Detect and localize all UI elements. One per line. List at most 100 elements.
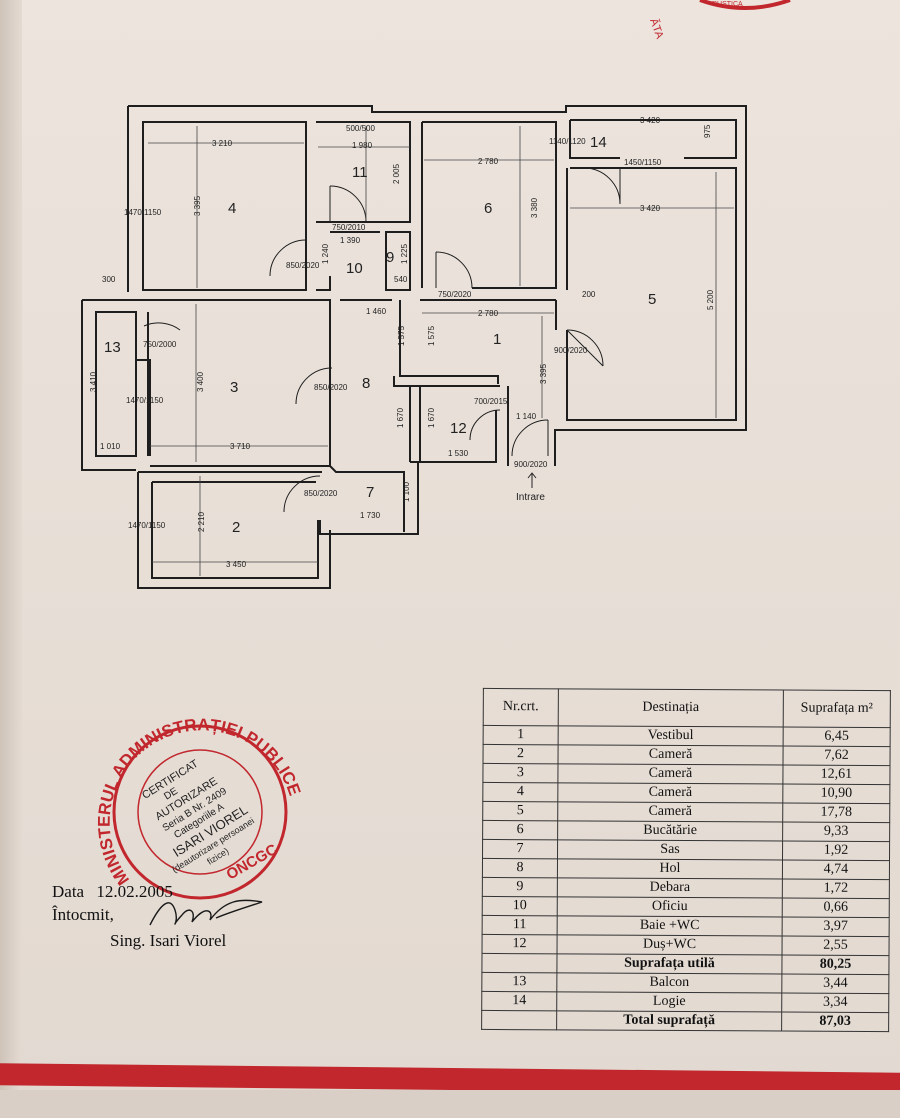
dim-label: 750/2020	[438, 290, 472, 299]
dim-label: 2 780	[478, 157, 499, 166]
table-cell: 4,74	[782, 860, 890, 880]
date-line: Data 12.02.2005	[52, 882, 173, 902]
table-cell: 12,61	[782, 765, 890, 785]
bottom-edge	[0, 1090, 900, 1118]
entrance-label: Intrare	[516, 492, 545, 503]
dim-label: 3 420	[640, 116, 661, 125]
top-stamp: ĂTA RUSTICA	[647, 0, 791, 41]
table-cell: Debara	[557, 877, 783, 899]
dim-label: 500/500	[346, 124, 375, 133]
header-area: Suprafața m²	[783, 690, 891, 728]
room-label-11: 11	[352, 164, 368, 181]
dim-label: 3 450	[226, 560, 247, 569]
room-label-2: 2	[232, 519, 240, 536]
table-cell: Bucătărie	[557, 820, 783, 842]
subtotal-row: Suprafața utilă 80,25	[481, 953, 890, 975]
table-header-row: Nr.crt. Destinația Suprafața m²	[483, 688, 891, 728]
dim-label: 1 010	[100, 442, 121, 451]
dim-label: 1470/1150	[126, 396, 164, 405]
table-cell: 80,25	[781, 955, 890, 975]
table-cell: 12	[482, 934, 558, 954]
room-label-6: 6	[484, 200, 492, 217]
dim-label: 1 730	[360, 511, 381, 520]
dim-label: 1 460	[366, 307, 387, 316]
room-label-3: 3	[230, 379, 238, 396]
dim-label: 1 225	[400, 243, 409, 264]
table-cell: 9,33	[782, 822, 890, 842]
dim-label: 300	[102, 275, 116, 284]
stamp-bottom-text: ONCGC	[224, 841, 281, 884]
table-cell: Cameră	[557, 763, 783, 785]
dim-label: 1470/1150	[124, 208, 162, 217]
dim-label: 3 380	[530, 197, 539, 218]
table-cell: 13	[481, 972, 557, 992]
dim-label: 3 210	[212, 139, 233, 148]
total-row: Total suprafață 87,03	[481, 1010, 889, 1032]
dim-label: 3 400	[196, 371, 205, 392]
dim-label: 1140/1120	[549, 137, 586, 146]
table-cell: Total suprafață	[556, 1010, 782, 1032]
room-label-10: 10	[346, 260, 363, 277]
engineer-name: Sing. Isari Viorel	[110, 931, 227, 950]
dim-label: 1 530	[448, 449, 469, 458]
room-label-5: 5	[648, 291, 656, 308]
dim-label: 1 100	[402, 481, 411, 502]
official-stamp: MINISTERUL ADMINISTRAȚIEI PUBLICE ONCGC …	[95, 715, 304, 900]
dim-label: 750/2000	[143, 340, 177, 349]
dim-label: 1 575	[427, 325, 436, 346]
dim-label: 1 575	[397, 325, 406, 346]
dim-label: 700/2015	[474, 397, 508, 406]
table-cell: 0,66	[782, 898, 890, 918]
table-cell: Cameră	[558, 744, 784, 766]
room-label-9: 9	[386, 249, 394, 266]
entrance-arrow	[527, 472, 537, 488]
table-cell	[481, 1010, 557, 1030]
table-cell: 2	[483, 744, 559, 764]
table-cell: 7	[482, 839, 558, 859]
dim-label: 3 395	[193, 195, 202, 216]
table-cell: 10,90	[782, 784, 890, 804]
table-cell: 1	[483, 725, 559, 745]
dim-label: 850/2020	[314, 383, 348, 392]
table-cell: Balcon	[556, 972, 782, 994]
room-label-13: 13	[104, 339, 121, 356]
table-cell: Baie +WC	[557, 915, 783, 937]
binder-edge	[0, 0, 22, 1118]
table-cell	[481, 953, 558, 973]
header-nr: Nr.crt.	[483, 688, 559, 726]
dim-label: 850/2020	[286, 261, 320, 270]
dim-label: 1470/1150	[128, 521, 166, 530]
table-cell: Duș+WC	[557, 934, 783, 956]
table-cell: 11	[482, 915, 558, 935]
table-cell: 10	[482, 896, 558, 916]
table-cell: 7,62	[782, 746, 891, 766]
dim-label: 1 390	[340, 236, 361, 245]
table-cell: 3,97	[782, 917, 890, 937]
room-label-12: 12	[450, 420, 467, 437]
room-label-4: 4	[228, 200, 236, 217]
room-label-8: 8	[362, 375, 370, 392]
drawn-by-label: Întocmit,	[52, 905, 114, 924]
dimension-lines	[148, 126, 734, 576]
room-labels: 1 2 3 4 5 6 7 8 9 10 11 12 13 14	[104, 134, 656, 536]
dim-label: 2 780	[478, 309, 499, 318]
table-cell: Cameră	[557, 801, 783, 823]
dim-label: 3 395	[539, 363, 548, 384]
dim-label: 1 670	[396, 407, 405, 428]
table-cell: 17,78	[782, 803, 890, 823]
room-label-1: 1	[493, 331, 501, 348]
dimension-labels: 3 210 3 395 1470/1150 300 500/500 1 980 …	[89, 116, 715, 569]
dim-label: 900/2020	[514, 460, 548, 469]
table-cell: 5	[482, 801, 558, 821]
date-label: Data	[52, 882, 85, 901]
